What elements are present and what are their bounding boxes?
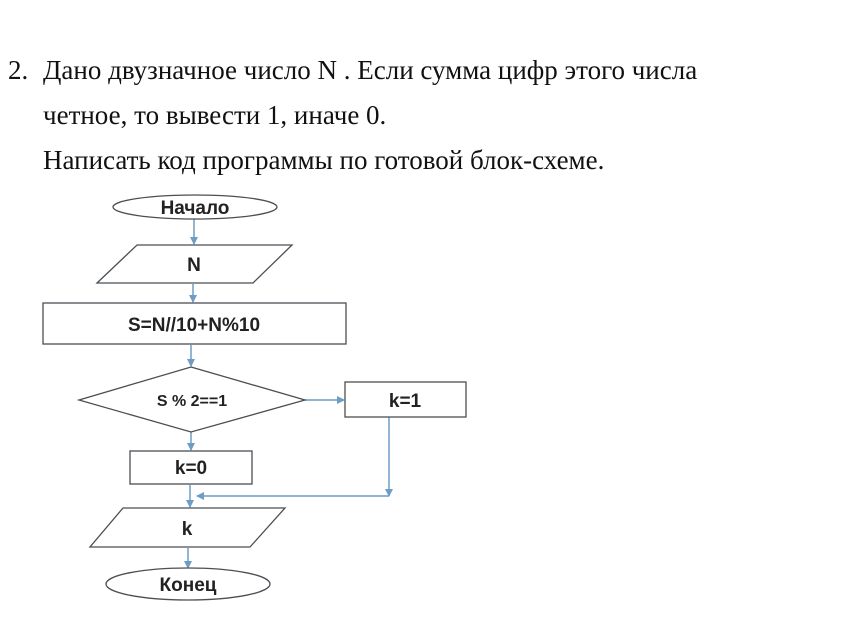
- end-terminal: [105, 567, 271, 601]
- no-label: k=0: [175, 458, 207, 479]
- start-label: Начало: [161, 198, 230, 219]
- output-block: [88, 507, 287, 548]
- condition-label: S % 2==1: [157, 393, 227, 410]
- condition-block: [76, 366, 308, 433]
- end-label: Конец: [160, 575, 217, 596]
- input-block: [95, 244, 294, 284]
- input-label: N: [187, 255, 201, 276]
- task-line-3: Написать код программы по готовой блок-с…: [43, 145, 605, 175]
- yes-block: [344, 381, 467, 418]
- start-terminal: [112, 194, 278, 220]
- process-block: [42, 302, 347, 345]
- yes-label: k=1: [389, 391, 422, 412]
- no-block: [129, 450, 253, 485]
- task-line-1: Дано двузначное число N . Если сумма циф…: [43, 55, 698, 85]
- task-line-2: четное, то вывести 1, иначе 0.: [43, 100, 387, 130]
- task-number: 2.: [8, 55, 29, 85]
- process-label: S=N//10+N%10: [128, 315, 260, 336]
- output-label: k: [182, 519, 193, 540]
